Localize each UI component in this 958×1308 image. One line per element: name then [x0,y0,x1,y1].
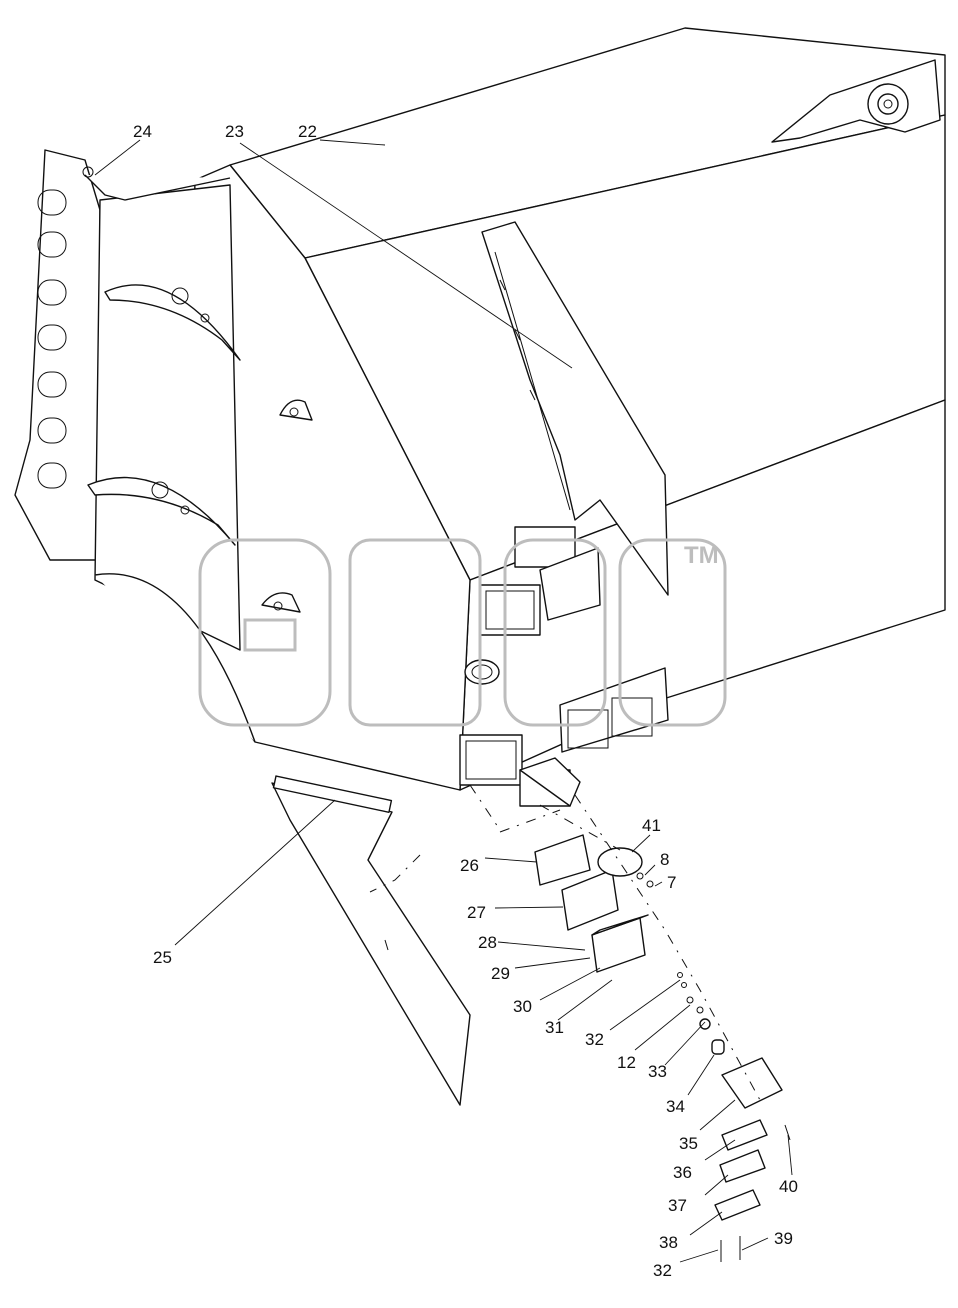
leader-lines [94,139,793,1263]
callout-33: 33 [648,1062,667,1081]
callout-25: 25 [153,948,172,967]
callout-40: 40 [779,1177,798,1196]
watermark: TM [198,538,727,727]
callout-28: 28 [478,933,497,952]
callout-24: 24 [133,122,152,141]
callout-32a: 32 [585,1030,604,1049]
callout-27: 27 [467,903,486,922]
callout-41: 41 [642,816,661,835]
main-beam [184,27,946,791]
callout-39: 39 [774,1229,793,1248]
pivot-bracket [771,59,941,143]
callout-32b: 32 [653,1261,672,1280]
deflector [271,775,471,1106]
plate-holes [261,399,313,613]
callout-35: 35 [679,1134,698,1153]
divider-fin [481,221,669,621]
callout-8: 8 [660,850,669,869]
beam-covers [459,584,669,807]
assembly-axes [369,784,761,1101]
callout-23: 23 [225,122,244,141]
exploded-parts [534,834,791,1262]
callout-34: 34 [666,1097,685,1116]
callout-22: 22 [298,122,317,141]
callout-26: 26 [460,856,479,875]
watermark-trademark: TM [684,542,719,569]
callout-29: 29 [491,964,510,983]
callout-30: 30 [513,997,532,1016]
rear-frame [14,149,256,743]
callout-37: 37 [668,1196,687,1215]
callout-12: 12 [617,1053,636,1072]
callout-7: 7 [667,873,676,892]
callouts: 22 23 24 25 26 27 28 29 30 31 32 12 33 3… [133,122,798,1280]
callout-31: 31 [545,1018,564,1037]
callout-36: 36 [673,1163,692,1182]
callout-38: 38 [659,1233,678,1252]
